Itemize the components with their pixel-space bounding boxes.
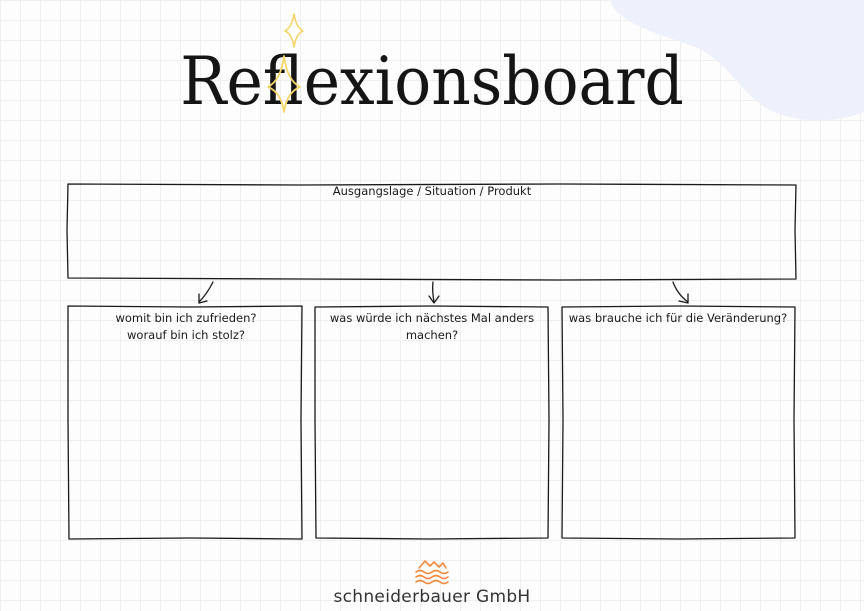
arrow-1 xyxy=(198,281,214,303)
box-1-frame xyxy=(67,305,303,540)
box-1-line-1: womit bin ich zufrieden? xyxy=(115,311,257,325)
box-2-frame xyxy=(314,305,550,540)
box-2-label: was würde ich nächstes Mal anders machen… xyxy=(316,310,548,344)
arrow-3 xyxy=(672,281,689,303)
box-3-line-1: was brauche ich für die Veränderung? xyxy=(568,311,788,325)
box-2-line-1: was würde ich nächstes Mal anders xyxy=(329,311,535,325)
box-2-line-2: machen? xyxy=(405,328,459,342)
waves-logo-icon xyxy=(415,560,449,585)
page-title: Reflexionsboard xyxy=(180,43,684,120)
company-name: schneiderbauer GmbH xyxy=(333,587,531,607)
box-1-line-2: worauf bin ich stolz? xyxy=(127,328,245,342)
top-box-frame xyxy=(66,183,797,281)
arrow-2 xyxy=(431,281,435,303)
top-box-label: Ausgangslage / Situation / Produkt xyxy=(332,184,532,198)
box-3-frame xyxy=(561,305,796,540)
box-3-label: was brauche ich für die Veränderung? xyxy=(562,310,794,327)
box-1-label: womit bin ich zufrieden? worauf bin ich … xyxy=(70,310,302,344)
